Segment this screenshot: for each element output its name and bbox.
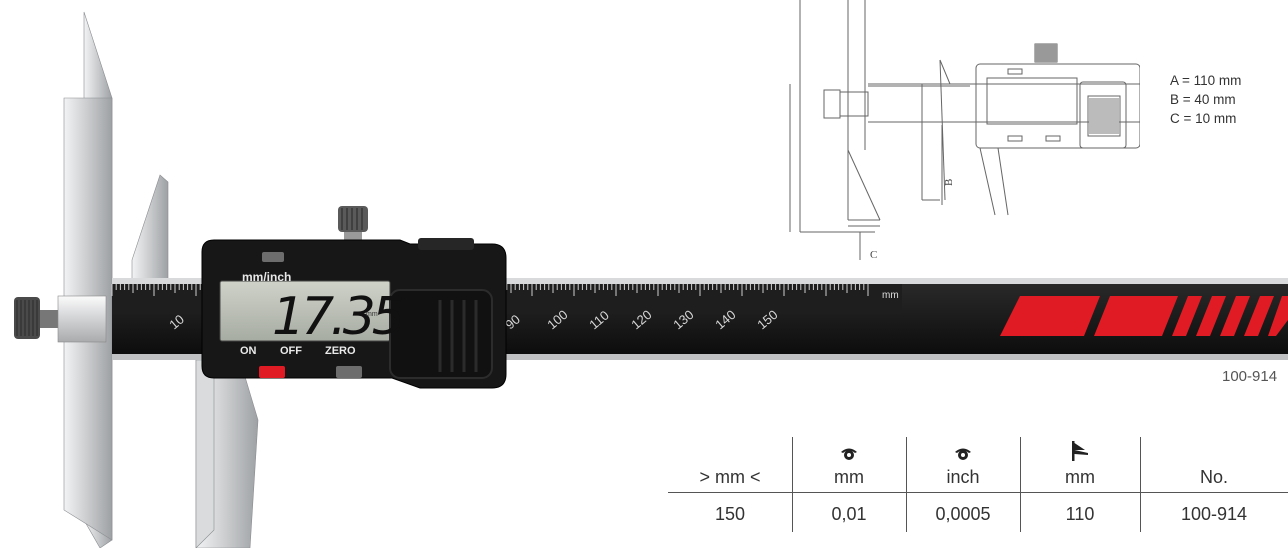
table-column-range: > mm < 150 xyxy=(668,437,792,524)
off-button-label: OFF xyxy=(280,345,302,357)
table-divider xyxy=(668,492,1288,493)
table-column-resolution-inch: inch 0,0005 xyxy=(906,437,1020,524)
lcd-unit: mm xyxy=(366,311,378,318)
eye-icon xyxy=(955,448,971,460)
table-column-divider xyxy=(906,437,907,532)
table-column-divider xyxy=(1020,437,1021,532)
value-jaw-mm: 110 xyxy=(1065,504,1095,524)
dimension-list: A = 110 mm B = 40 mm C = 10 mm xyxy=(1170,71,1241,128)
value-inch: 0,0005 xyxy=(935,504,991,524)
header-mm: mm xyxy=(834,467,864,487)
header-no: No. xyxy=(1199,467,1228,487)
value-mm: 0,01 xyxy=(831,504,867,524)
svg-text:B: B xyxy=(943,179,955,186)
table-column-jaw-length: mm 110 xyxy=(1020,437,1140,524)
zero-button-label: ZERO xyxy=(325,345,356,357)
dim-c: C = 10 mm xyxy=(1170,111,1237,126)
table-column-resolution-mm: mm 0,01 xyxy=(792,437,906,524)
value-no: 100-914 xyxy=(1180,504,1248,524)
header-jaw-mm: mm xyxy=(1065,467,1095,487)
part-number: 100-914 xyxy=(1222,368,1278,385)
value-range: 150 xyxy=(714,504,746,524)
dim-a: A = 110 mm xyxy=(1170,73,1242,88)
lcd-reading: 17.35 xyxy=(272,287,405,347)
header-range: > mm < xyxy=(699,467,761,487)
svg-text:C: C xyxy=(870,249,877,261)
scale-unit-label: mm xyxy=(882,290,899,301)
dim-b: B = 40 mm xyxy=(1170,92,1236,107)
table-column-divider xyxy=(1140,437,1141,532)
header-inch: inch xyxy=(946,467,980,487)
on-button-label: ON xyxy=(240,345,257,357)
hook-icon xyxy=(1072,441,1088,461)
table-column-number: No. 100-914 xyxy=(1140,437,1288,524)
eye-icon xyxy=(841,448,857,460)
technical-drawing: C B xyxy=(789,0,1140,261)
table-column-divider xyxy=(792,437,793,532)
display-unit-label: mm/inch xyxy=(242,270,292,284)
